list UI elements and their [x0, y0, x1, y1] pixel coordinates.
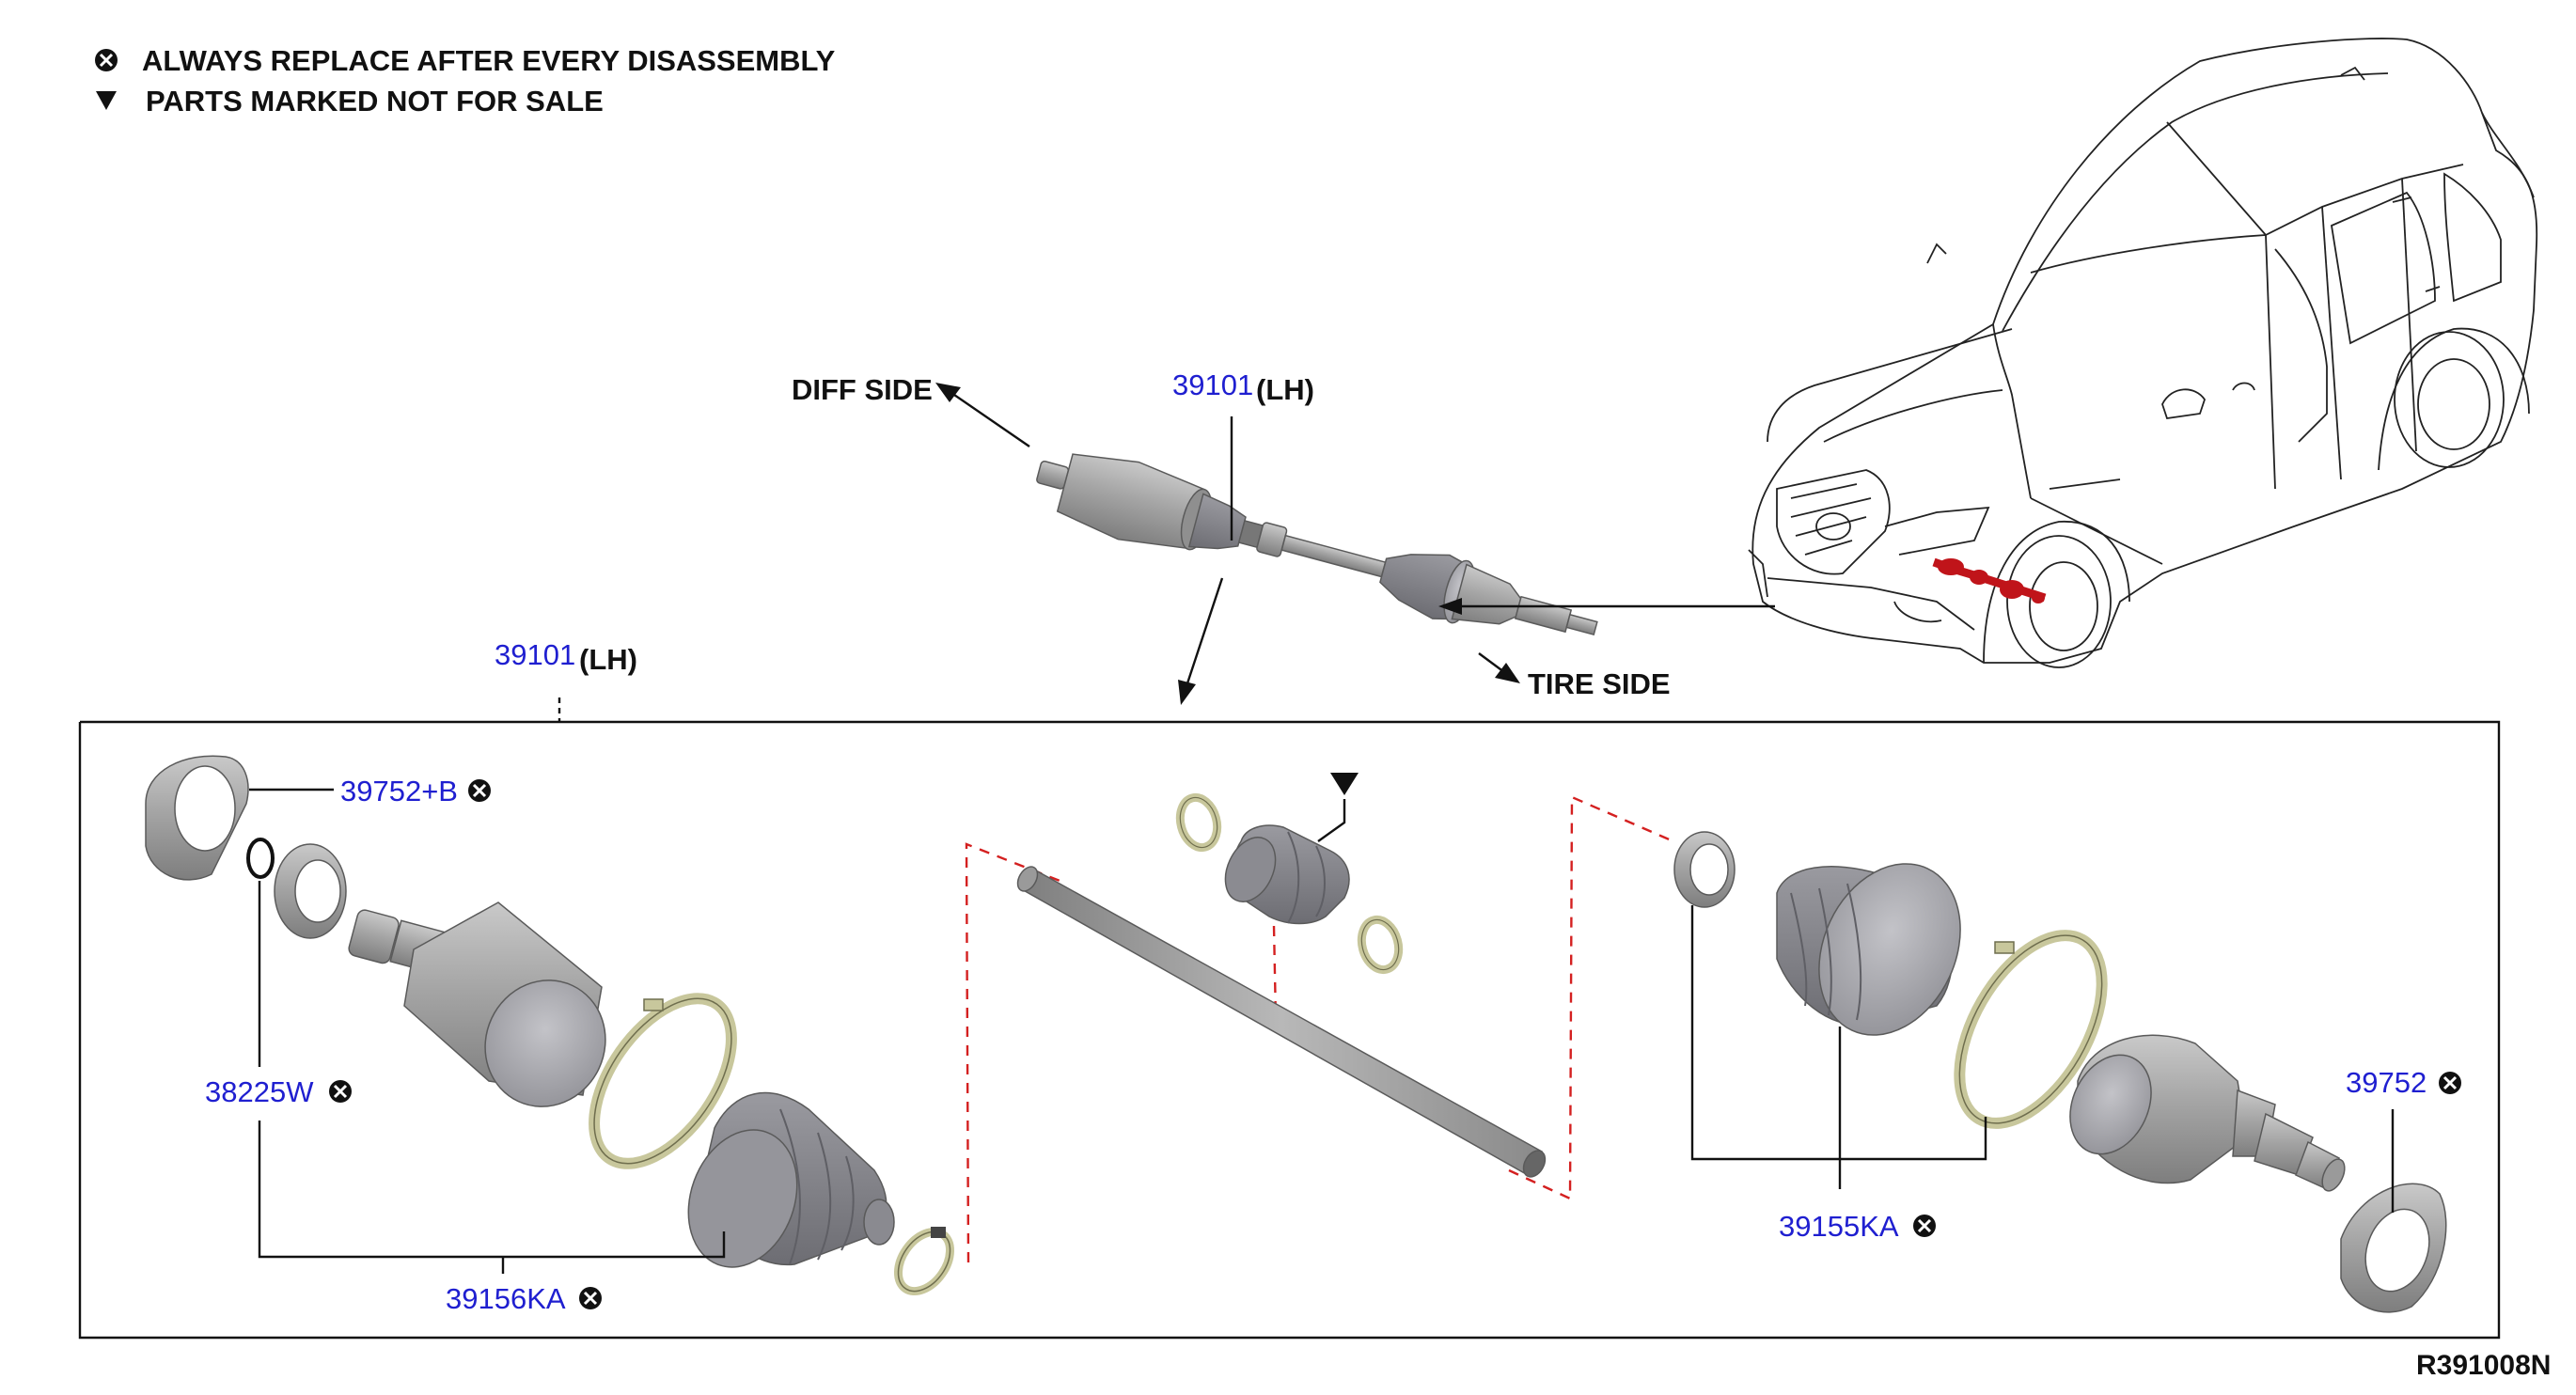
outer-small-ring — [1673, 831, 1736, 908]
overview-part-number[interactable]: 39101 — [1172, 368, 1253, 401]
callout-39156ka[interactable]: 39156KA — [446, 1257, 602, 1315]
replace-symbol-icon — [2439, 1072, 2461, 1094]
part-38225w-snap-ring[interactable] — [246, 838, 275, 879]
replace-symbol-icon — [468, 779, 491, 802]
part-39752-b-seal-plate[interactable] — [145, 755, 249, 881]
callout-39752-label[interactable]: 39752 — [2346, 1066, 2427, 1099]
exploded-side-label: (LH) — [579, 643, 637, 676]
part-39156ka-clamp-large[interactable] — [567, 975, 760, 1188]
inner-tripod-housing — [348, 901, 606, 1107]
damper-ring-left — [1175, 792, 1222, 853]
inner-bearing-ring — [274, 843, 347, 939]
intermediate-bar-shaft — [1016, 866, 1547, 1178]
legend-not-for-sale: PARTS MARKED NOT FOR SALE — [146, 85, 604, 118]
part-39156ka-boot[interactable] — [670, 1091, 895, 1283]
exploded-view: 39101 (LH) — [78, 638, 2501, 1340]
vehicle-outline — [1748, 38, 2538, 668]
part-39156ka-clamp-small[interactable] — [887, 1222, 961, 1301]
callout-39752[interactable]: 39752 — [2346, 1066, 2461, 1213]
diff-side-label: DIFF SIDE — [792, 373, 933, 406]
driveshaft-location-highlight — [1932, 557, 2047, 603]
overview-callouts: DIFF SIDE TIRE SIDE 39101 (LH) — [792, 368, 1775, 705]
part-39752-seal-plate[interactable] — [2340, 1183, 2447, 1313]
legend-always-replace: ALWAYS REPLACE AFTER EVERY DISASSEMBLY — [142, 44, 836, 77]
replace-symbol-icon — [1913, 1215, 1936, 1237]
not-for-sale-marker-icon — [1330, 773, 1359, 795]
callout-38225w[interactable]: 38225W — [205, 881, 726, 1259]
replace-symbol-icon — [329, 1080, 352, 1103]
diagram-code: R391008N — [2416, 1350, 2551, 1381]
callout-39155ka[interactable]: 39155KA — [1690, 905, 1987, 1243]
replace-symbol-icon — [579, 1287, 602, 1309]
callout-39156ka-label[interactable]: 39156KA — [446, 1282, 566, 1315]
callout-39155ka-label[interactable]: 39155KA — [1779, 1210, 1899, 1243]
dynamic-damper-not-for-sale[interactable] — [1216, 824, 1350, 925]
part-39155ka-boot[interactable] — [1776, 840, 1987, 1058]
legend: ALWAYS REPLACE AFTER EVERY DISASSEMBLY P… — [95, 44, 836, 118]
replace-symbol-icon — [95, 49, 118, 71]
callout-38225w-label[interactable]: 38225W — [205, 1075, 314, 1108]
outer-cv-joint — [2069, 1034, 2346, 1192]
overview-side-label: (LH) — [1256, 373, 1314, 406]
callout-39752-b[interactable]: 39752+B — [249, 775, 491, 807]
assembled-driveshaft — [1036, 453, 1598, 636]
part-39155ka-clamp[interactable] — [1930, 912, 2131, 1148]
exploded-part-number[interactable]: 39101 — [495, 638, 575, 671]
tire-side-label: TIRE SIDE — [1528, 667, 1671, 700]
not-for-sale-triangle-icon — [96, 91, 117, 110]
damper-ring-right — [1357, 915, 1404, 975]
callout-39752-b-label[interactable]: 39752+B — [340, 775, 458, 807]
